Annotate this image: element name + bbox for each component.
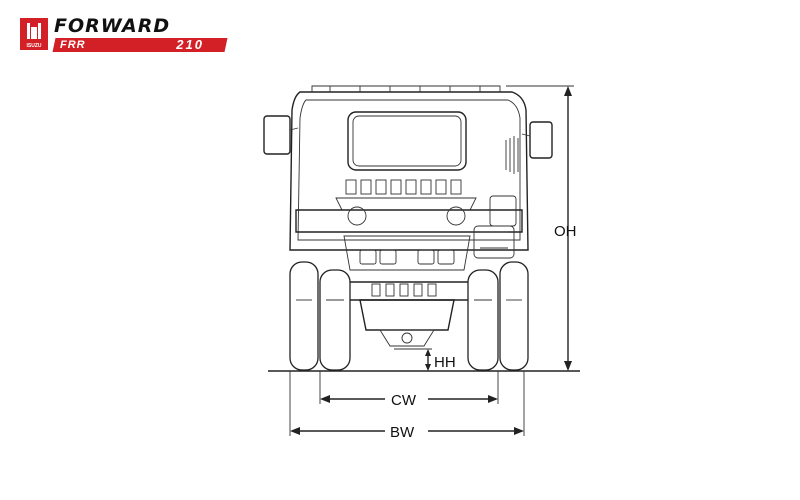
cab-rear-window — [347, 111, 467, 171]
hh-dimension: HH — [394, 348, 456, 371]
bw-dimension: BW — [289, 371, 525, 441]
isuzu-emblem-icon — [27, 23, 41, 39]
logo-title: FORWARD — [54, 15, 171, 37]
left-wheels — [289, 261, 351, 371]
left-mirror — [263, 115, 299, 155]
badge-text: ISUZU — [26, 43, 42, 49]
logo-model: FRR — [60, 39, 86, 51]
right-wheels — [467, 261, 529, 371]
brand-logo: ISUZU FORWARD FRR 210 — [20, 15, 228, 52]
logo-number: 210 — [176, 37, 204, 52]
cab-side-grille — [505, 136, 519, 174]
oh-label: OH — [554, 223, 577, 240]
isuzu-badge: ISUZU — [20, 18, 48, 50]
right-mirror — [521, 121, 553, 159]
cw-label: CW — [391, 392, 417, 409]
cw-dimension: CW — [319, 371, 499, 409]
hh-label: HH — [434, 354, 456, 371]
bw-label: BW — [390, 424, 415, 441]
cab-vents — [335, 179, 477, 211]
oh-dimension: OH — [506, 85, 577, 371]
truck-cab — [289, 85, 529, 251]
